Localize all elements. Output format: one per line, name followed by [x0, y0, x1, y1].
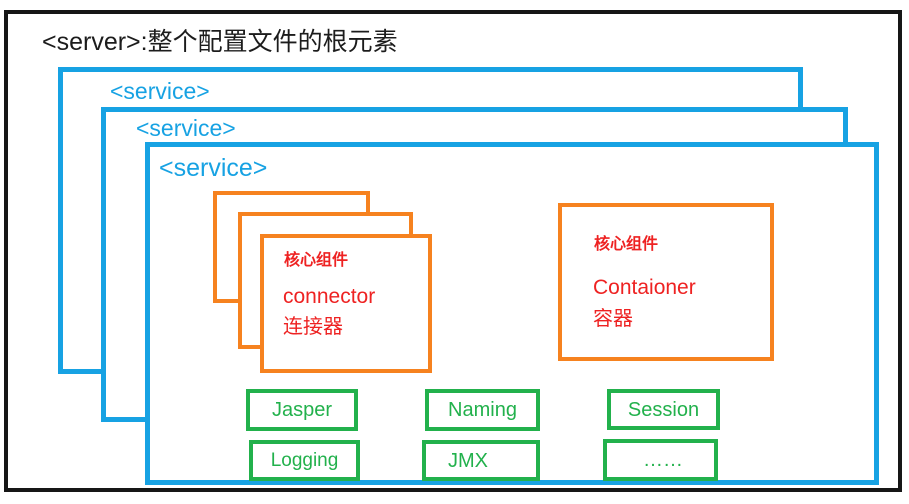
connector-subtitle: 连接器 [283, 316, 343, 338]
component-box-jasper: Jasper [246, 389, 358, 431]
component-box-naming: Naming [425, 389, 540, 431]
server-label: <server>:整个配置文件的根元素 [42, 28, 398, 56]
service-label-1: <service> [110, 78, 210, 104]
component-box-logging: Logging [249, 440, 360, 481]
service-label-2: <service> [136, 115, 236, 141]
connector-box-front [260, 234, 432, 373]
component-box-jmx: JMX [422, 440, 540, 481]
container-subtitle: 容器 [593, 308, 633, 330]
container-name: Contaioner [593, 276, 696, 299]
container-heading: 核心组件 [594, 236, 659, 253]
component-box-ellipsis: …… [603, 439, 718, 481]
connector-heading: 核心组件 [284, 252, 349, 269]
service-label-3: <service> [159, 154, 268, 182]
container-box [558, 203, 774, 361]
connector-name: connector [283, 285, 376, 308]
component-box-session: Session [607, 389, 720, 430]
